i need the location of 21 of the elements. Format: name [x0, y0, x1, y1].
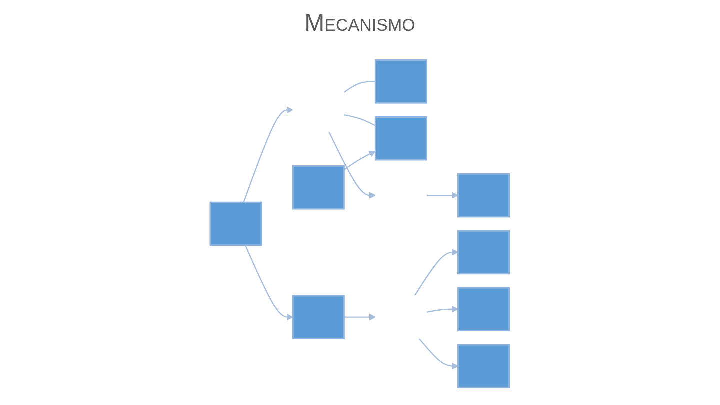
- node-box: [458, 286, 510, 332]
- connector: [344, 80, 376, 93]
- arrow: [414, 248, 459, 296]
- node-box: [458, 344, 510, 388]
- node-box: [210, 201, 262, 246]
- connector: [344, 114, 376, 126]
- arrow: [418, 338, 459, 370]
- arrow: [344, 150, 376, 170]
- node-box: [375, 116, 428, 160]
- diagram-title: Mecanismo: [304, 10, 416, 38]
- node-box: [375, 59, 428, 104]
- arrow: [426, 305, 459, 312]
- arrow: [245, 244, 294, 320]
- arrow: [243, 106, 294, 202]
- arrow: [328, 130, 376, 199]
- node-box: [292, 294, 345, 339]
- arrow: [344, 313, 376, 320]
- node-box: [292, 165, 345, 210]
- arrow: [426, 192, 459, 199]
- node-box: [458, 230, 510, 274]
- node-box: [458, 172, 510, 218]
